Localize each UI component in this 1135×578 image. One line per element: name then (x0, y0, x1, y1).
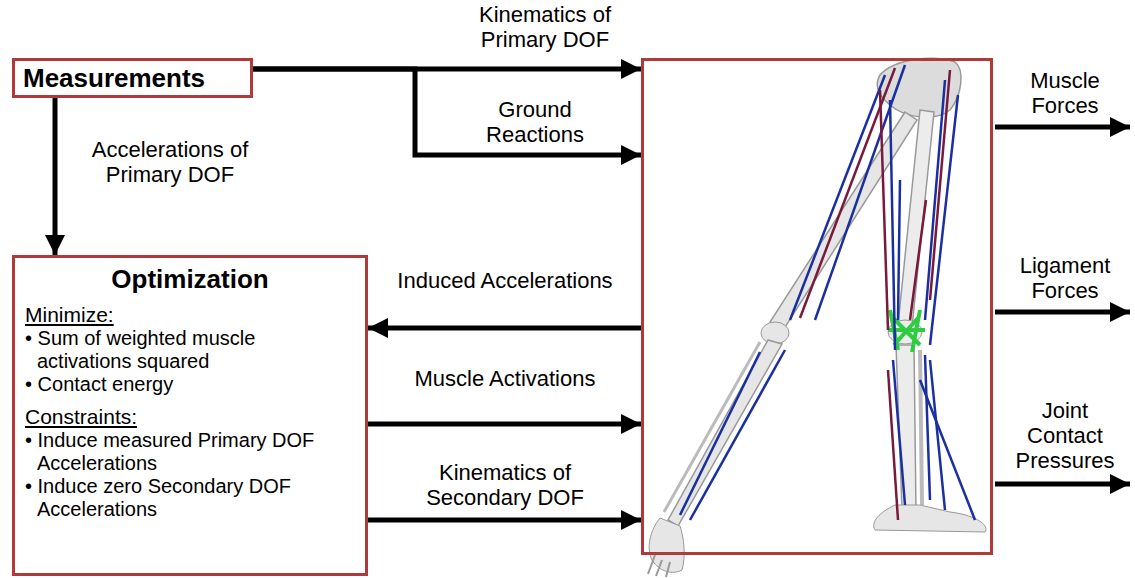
source-box: Measurements (12, 58, 253, 98)
box-title: Measurements (23, 63, 242, 93)
flow-arrow (53, 98, 58, 255)
box-text: • Induce measured Primary DOF Accelerati… (25, 429, 355, 475)
flow-arrow (368, 518, 641, 523)
arrow-label: Kinematics of Secondary DOF (385, 460, 625, 510)
optimization-box: OptimizationMinimize:• Sum of weighted m… (12, 255, 368, 576)
arrow-label: Accelerations of Primary DOF (60, 137, 280, 187)
arrow-label: Ground Reactions (460, 97, 610, 147)
arrow-label: Kinematics of Primary DOF (445, 2, 645, 52)
arrow-label: Muscle Activations (410, 366, 600, 391)
output-label: Joint Contact Pressures (1005, 398, 1125, 473)
flow-arrow (253, 69, 641, 155)
box-text: Constraints: (25, 404, 355, 429)
output-label: Ligament Forces (1005, 253, 1125, 303)
output-label: Muscle Forces (1000, 68, 1130, 118)
box-text: • Induce zero Secondary DOF Acceleration… (25, 475, 355, 521)
box-text: Minimize: (25, 302, 355, 327)
arrow-label: Induced Accelerations (395, 268, 615, 293)
flow-arrow (368, 326, 641, 331)
box-title: Optimization (25, 264, 355, 294)
box-text: • Contact energy (25, 373, 355, 396)
flow-arrow (368, 422, 641, 427)
box-text: • Sum of weighted muscle activations squ… (25, 327, 355, 373)
model-box (641, 58, 993, 555)
